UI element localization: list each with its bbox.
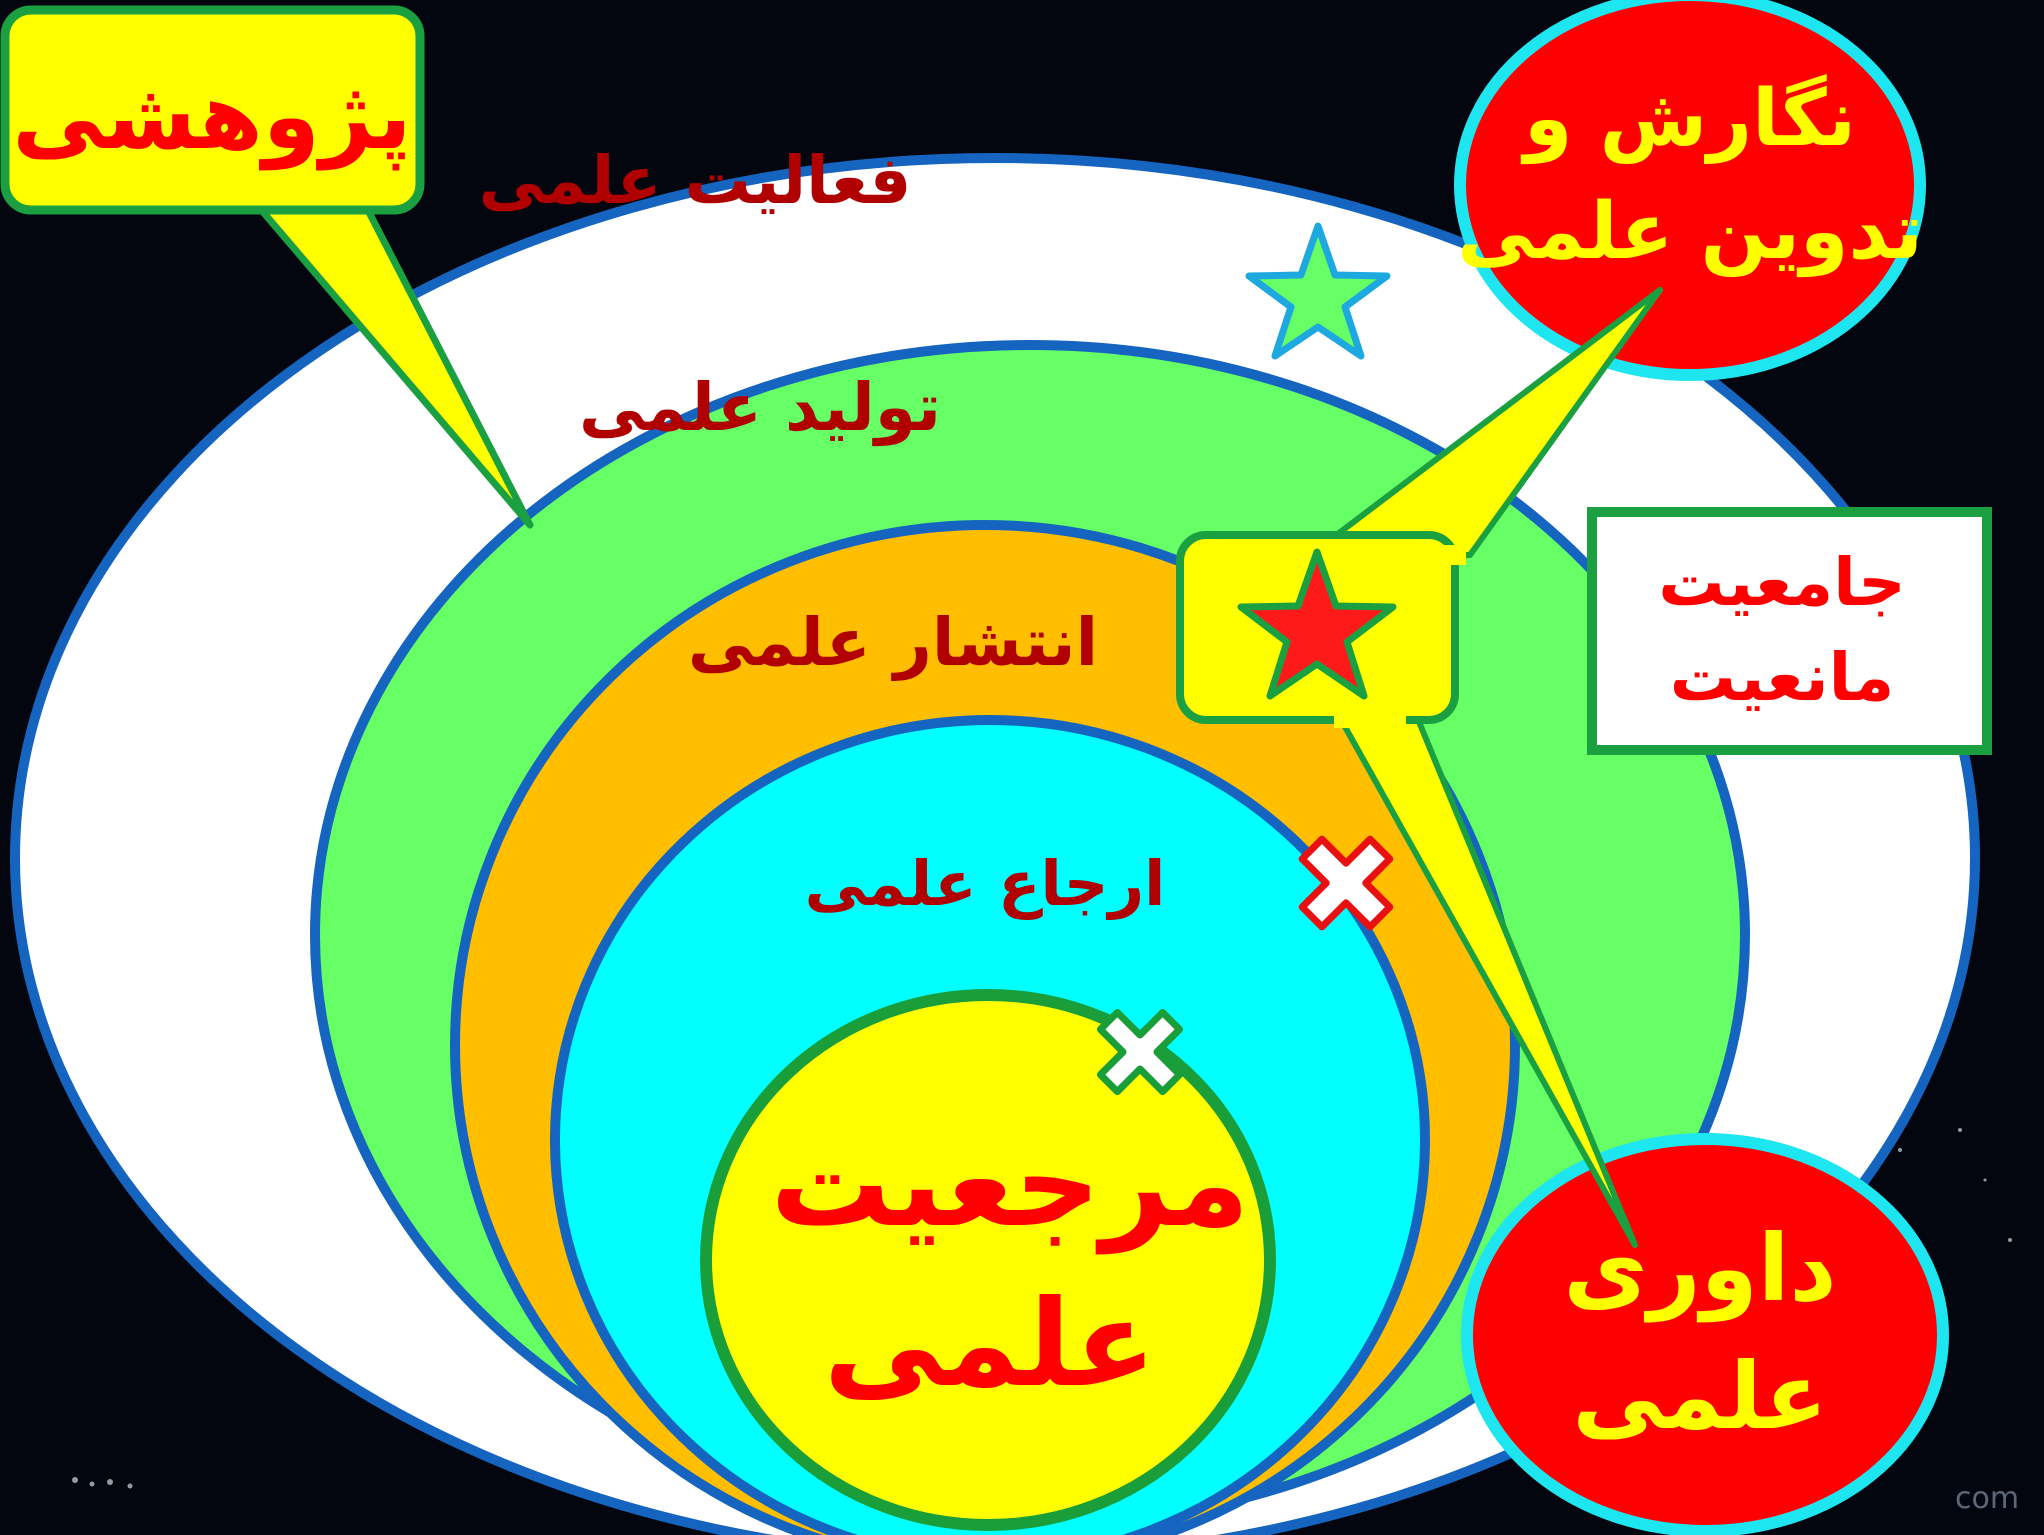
cross-icon xyxy=(1096,1008,1184,1096)
star-icon xyxy=(1245,222,1391,360)
callout-research: پژوهشی xyxy=(0,5,534,529)
callout-center xyxy=(1176,287,1663,1248)
star-icon xyxy=(1237,548,1397,700)
callout-referee-line1: داوری xyxy=(1563,1215,1836,1323)
label-scientific-activity: فعالیت علمی xyxy=(479,142,912,219)
watermark: com xyxy=(1955,1481,2019,1516)
callout-referee-ellipse xyxy=(1461,1133,1949,1535)
label-authority-line1: مرجعیت xyxy=(770,1115,1249,1254)
callout-writing-line1: نگارش و xyxy=(1520,74,1856,164)
label-scientific-publication: انتشار علمی xyxy=(688,604,1098,681)
callout-referee xyxy=(1461,1133,1949,1535)
callout-research-text: پژوهشی xyxy=(12,63,411,171)
callout-criteria: جامعیت مانعیت xyxy=(1587,507,1992,755)
ring-scientific-authority xyxy=(700,989,1276,1531)
label-authority-line2: علمی xyxy=(824,1275,1157,1414)
cross-icon xyxy=(1298,835,1394,931)
callout-criteria-line1: جامعیت xyxy=(1658,544,1905,621)
callout-research-box xyxy=(0,5,425,215)
callout-writing-ellipse xyxy=(1454,0,1926,381)
label-scientific-citation: ارجاع علمی xyxy=(805,847,1166,920)
callout-writing-line2: تدوین علمی xyxy=(1457,187,1923,277)
label-scientific-production: تولید علمی xyxy=(579,369,941,447)
callout-referee-line2: علمی xyxy=(1572,1343,1827,1450)
callout-writing: نگارش و تدوین علمی xyxy=(1454,0,1926,381)
callout-criteria-box xyxy=(1587,507,1992,755)
callout-criteria-line2: مانعیت xyxy=(1670,639,1895,716)
